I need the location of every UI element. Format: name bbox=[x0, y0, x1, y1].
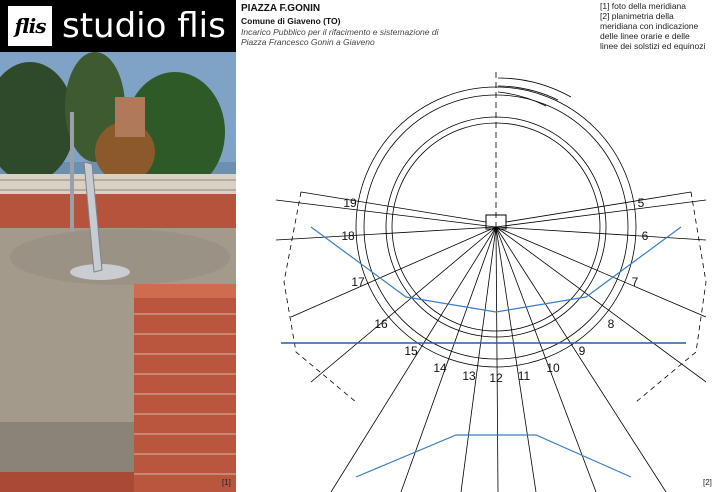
plan-label: [2] bbox=[703, 478, 712, 487]
hour-line-18 bbox=[275, 226, 497, 241]
hour-label-8: 8 bbox=[608, 317, 615, 331]
project-description-line-2: Piazza Francesco Gonin a Giaveno bbox=[241, 37, 375, 47]
hour-line-16 bbox=[310, 226, 497, 383]
hour-line-19 bbox=[275, 199, 497, 228]
legend-line-1: [1] foto della meridiana bbox=[600, 1, 686, 11]
hour-line-9 bbox=[495, 226, 667, 492]
hour-label-11: 11 bbox=[518, 369, 531, 383]
hour-line-14 bbox=[400, 226, 497, 492]
hour-line-5 bbox=[495, 199, 707, 228]
hour-line-12 bbox=[495, 226, 499, 492]
project-title: PIAZZA F.GONIN bbox=[241, 3, 321, 14]
hour-line-8 bbox=[495, 226, 707, 383]
hour-label-9: 9 bbox=[579, 344, 586, 358]
project-subtitle: Comune di Giaveno (TO) bbox=[241, 16, 341, 26]
header: PIAZZA F.GONIN Comune di Giaveno (TO) In… bbox=[241, 3, 481, 47]
sundial-photo bbox=[0, 52, 236, 492]
hour-label-19: 19 bbox=[343, 196, 357, 210]
hour-label-5: 5 bbox=[638, 196, 645, 210]
hour-label-13: 13 bbox=[462, 369, 476, 383]
logo-mark: flis bbox=[8, 6, 52, 46]
hour-label-17: 17 bbox=[351, 275, 365, 289]
legend-line-4: delle linee orarie e delle bbox=[600, 31, 690, 41]
hour-line-15 bbox=[330, 226, 497, 492]
hour-label-12: 12 bbox=[489, 371, 503, 385]
legend: [1] foto della meridiana [2] planimetria… bbox=[600, 1, 717, 51]
hour-line-17 bbox=[290, 226, 497, 318]
legend-line-3: meridiana con indicazione bbox=[600, 21, 699, 31]
hour-label-10: 10 bbox=[546, 361, 560, 375]
hour-label-15: 15 bbox=[404, 344, 418, 358]
legend-line-2: [2] planimetria della bbox=[600, 11, 674, 21]
hour-label-7: 7 bbox=[632, 275, 639, 289]
hour-label-6: 6 bbox=[642, 229, 649, 243]
project-description-line-1: Incarico Pubblico per il rifacimento e s… bbox=[241, 27, 439, 37]
hour-label-14: 14 bbox=[433, 361, 447, 375]
hour-label-16: 16 bbox=[374, 317, 388, 331]
hour-line-6 bbox=[495, 226, 707, 241]
logo-bar: flis studio flis bbox=[0, 0, 236, 52]
hour-line-13 bbox=[460, 226, 497, 492]
hour-line-7 bbox=[495, 226, 707, 318]
brand-name: studio flis bbox=[62, 6, 226, 46]
hour-line-10 bbox=[495, 226, 597, 492]
legend-line-5: linee dei solstizi ed equinozi bbox=[600, 41, 706, 51]
sundial-plan: 19 18 17 16 15 14 13 12 11 10 9 8 7 6 5 bbox=[275, 72, 707, 492]
hour-line-11 bbox=[495, 226, 537, 492]
photo-label: [1] bbox=[222, 478, 231, 487]
hour-label-18: 18 bbox=[341, 229, 355, 243]
